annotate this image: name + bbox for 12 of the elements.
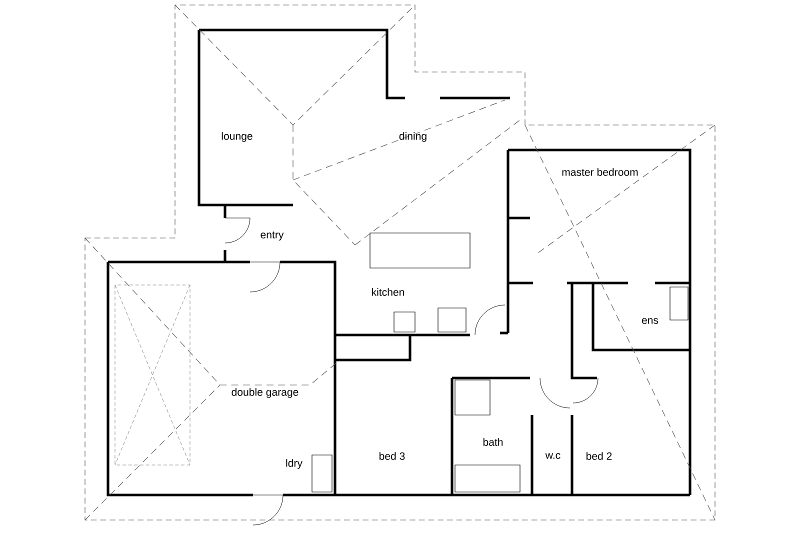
room-label: bed 2 xyxy=(586,452,612,460)
room-label: ens xyxy=(642,318,658,324)
room-label: double garage xyxy=(232,388,298,398)
room-label: dining xyxy=(399,132,426,142)
room-label: bath xyxy=(483,438,503,446)
room-label: ldry xyxy=(286,459,302,469)
room-label: kitchen xyxy=(372,288,404,296)
room-label: entry xyxy=(260,232,284,240)
room-label: master bedroom xyxy=(562,168,638,176)
room-label: bed 3 xyxy=(380,452,405,460)
room-label: w.c xyxy=(545,453,560,459)
room-label: lounge xyxy=(222,132,252,142)
